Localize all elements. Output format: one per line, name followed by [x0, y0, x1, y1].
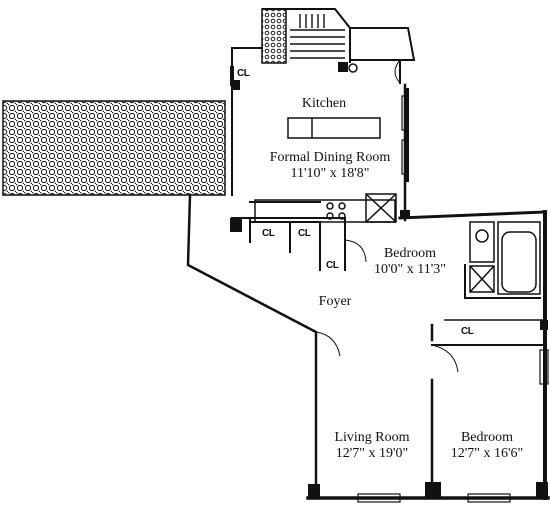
columns [230, 80, 548, 498]
terrace-area [2, 100, 226, 196]
stair-block [261, 8, 416, 73]
closet-label: CL [262, 228, 275, 239]
kitchen-label: Kitchen [301, 96, 347, 111]
living-room-label: Living Room [334, 430, 410, 445]
door-swings [315, 59, 459, 373]
bedroom-1-dimensions: 10'0" x 11'3" [374, 262, 446, 277]
kitchen-island [287, 117, 381, 139]
kitchen-counter [254, 193, 397, 223]
bedroom-2-label: Bedroom [460, 430, 514, 445]
windows [357, 95, 549, 503]
closet-label: CL [237, 68, 250, 79]
walls [186, 47, 550, 500]
closet-label: CL [326, 260, 339, 271]
foyer-label: Foyer [318, 294, 352, 309]
bedroom-1-label: Bedroom [383, 246, 437, 261]
bedroom-2-dimensions: 12'7" x 16'6" [450, 446, 524, 461]
dining-room-label: Formal Dining Room [269, 150, 391, 165]
closet-label: CL [298, 228, 311, 239]
closet-label: CL [461, 326, 474, 337]
dining-room-dimensions: 11'10" x 18'8" [290, 166, 370, 181]
bathroom [469, 221, 541, 295]
living-room-dimensions: 12'7" x 19'0" [335, 446, 409, 461]
